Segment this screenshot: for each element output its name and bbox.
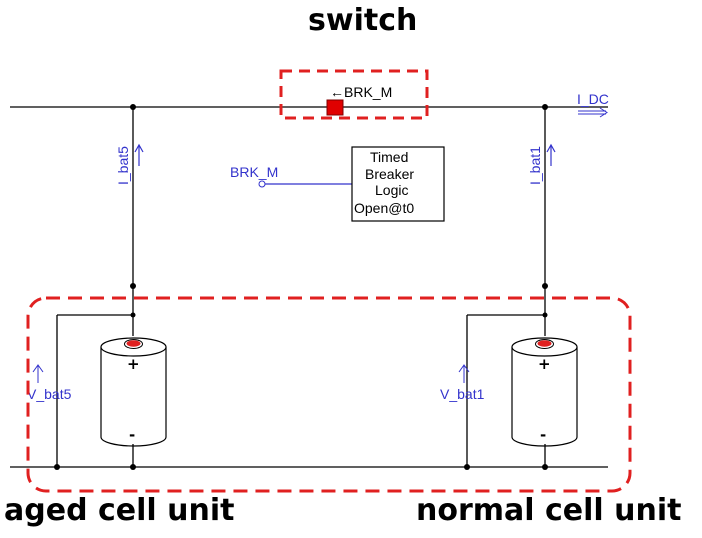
- junction-dot: [130, 283, 136, 289]
- normal-battery-icon: [511, 337, 578, 447]
- junction-dot: [542, 312, 548, 318]
- switch-label: ←BRK_M: [330, 84, 392, 100]
- brk-signal-port: [258, 180, 266, 188]
- dc-current-label: I_DC: [577, 91, 609, 107]
- junction-dot: [464, 464, 470, 470]
- junction-dot: [130, 104, 136, 110]
- i-bat1-label: I_bat1: [527, 146, 543, 185]
- breaker-logic-line-3: Logic: [375, 182, 408, 198]
- cell-units-highlight-box: [26, 296, 632, 493]
- normal-cell-unit-caption: normal cell unit: [416, 493, 682, 528]
- junction-dot: [542, 283, 548, 289]
- v-bat1-arrow-icon: [458, 364, 470, 383]
- junctions: [54, 104, 548, 470]
- aged-battery-icon: [100, 337, 167, 447]
- dc-current-arrow-icon: [578, 107, 608, 118]
- junction-dot: [542, 464, 548, 470]
- timed-breaker-logic-block: [351, 146, 445, 222]
- v-bat1-label: V_bat1: [440, 386, 485, 402]
- junction-dot: [542, 104, 548, 110]
- breaker-logic-line-4: Open@t0: [354, 200, 414, 216]
- switch-highlight-box: [279, 69, 429, 120]
- wires: [10, 106, 608, 468]
- i-bat5-label: I_bat5: [115, 146, 131, 185]
- junction-dot: [130, 312, 136, 318]
- breaker-logic-line-2: Breaker: [365, 166, 414, 182]
- v-bat5-arrow-icon: [32, 364, 44, 383]
- junction-dot: [54, 464, 60, 470]
- aged-battery-minus: -: [129, 426, 135, 444]
- aged-cell-unit-caption: aged cell unit: [4, 493, 235, 528]
- i-bat1-arrow-icon: [546, 143, 556, 166]
- diagram-title: switch: [308, 3, 418, 38]
- junction-dot: [130, 464, 136, 470]
- normal-battery-minus: -: [540, 426, 546, 444]
- i-bat5-arrow-icon: [134, 143, 144, 166]
- brk-signal-label: BRK_M: [230, 164, 278, 180]
- aged-battery-plus: +: [127, 355, 140, 373]
- switch-breaker: [326, 99, 344, 116]
- breaker-logic-line-1: Timed: [370, 149, 408, 165]
- v-bat5-label: V_bat5: [27, 386, 72, 402]
- normal-battery-plus: +: [538, 355, 551, 373]
